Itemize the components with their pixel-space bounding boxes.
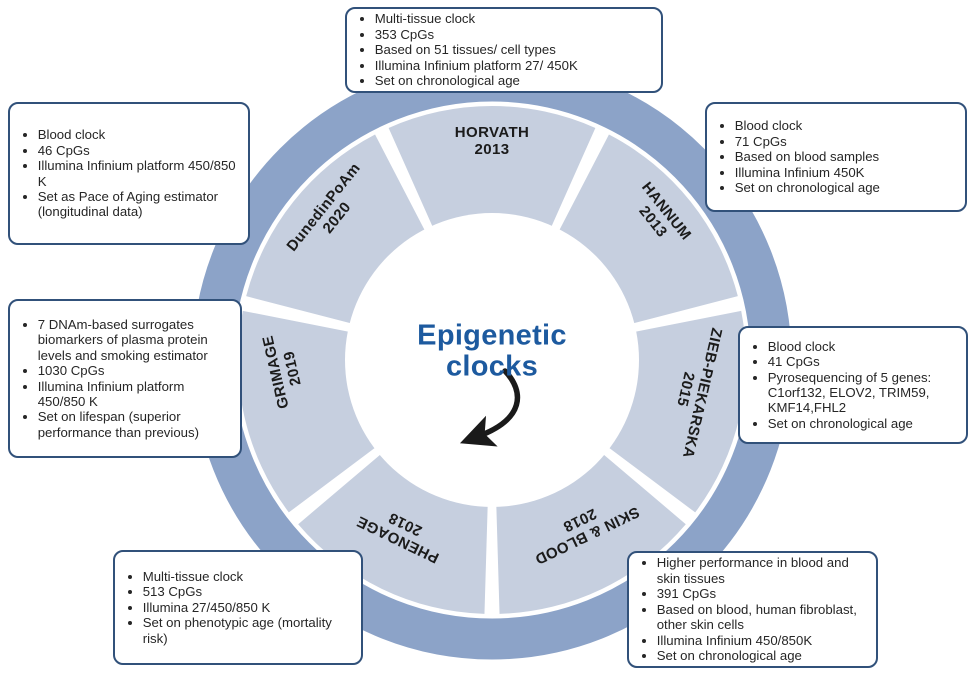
bullet-item: 1030 CpGs bbox=[38, 363, 232, 378]
bullet-item: 41 CpGs bbox=[768, 354, 958, 369]
bullet-item: Illumina Infinium 450/850K bbox=[657, 633, 868, 648]
bullet-item: Set on phenotypic age (mortality risk) bbox=[143, 615, 353, 646]
segment-label-horvath: HORVATH 2013 bbox=[454, 124, 530, 159]
bullet-item: Set as Pace of Aging estimator (longitud… bbox=[38, 189, 240, 220]
diagram-title: Epigenetic clocks bbox=[417, 319, 567, 384]
clock-hand-arrow-icon bbox=[459, 368, 521, 447]
bullet-item: 7 DNAm-based surrogates biomarkers of pl… bbox=[38, 317, 232, 363]
segment-horvath bbox=[388, 106, 596, 227]
segment-skin-blood bbox=[496, 454, 686, 614]
info-box-horvath-list: Multi-tissue clock353 CpGsBased on 51 ti… bbox=[347, 9, 586, 91]
bullet-item: 71 CpGs bbox=[735, 134, 880, 149]
bullet-item: Set on chronological age bbox=[735, 180, 880, 195]
diagram-title-line2: clocks bbox=[445, 351, 539, 383]
bullet-item: Set on lifespan (superior performance th… bbox=[38, 409, 232, 440]
bullet-item: Based on blood, human fibroblast, other … bbox=[657, 602, 868, 633]
info-box-grimage-list: 7 DNAm-based surrogates biomarkers of pl… bbox=[10, 311, 240, 447]
bullet-item: Set on chronological age bbox=[657, 648, 868, 663]
info-box-zieb-piekarska: Blood clock41 CpGsPyrosequencing of 5 ge… bbox=[738, 326, 968, 444]
segment-dunedinpoam bbox=[246, 134, 425, 324]
bullet-item: 46 CpGs bbox=[38, 143, 240, 158]
segments-ring bbox=[237, 106, 746, 614]
segment-year: 2013 bbox=[474, 141, 510, 158]
bullet-item: Multi-tissue clock bbox=[143, 569, 353, 584]
bullet-item: Illumina Infinium 450K bbox=[735, 165, 880, 180]
info-box-phenoage-list: Multi-tissue clock513 CpGsIllumina 27/45… bbox=[115, 563, 361, 652]
info-box-grimage: 7 DNAm-based surrogates biomarkers of pl… bbox=[8, 299, 242, 458]
bullet-item: Set on chronological age bbox=[768, 416, 958, 431]
segment-grimage bbox=[237, 310, 376, 513]
bullet-item: 391 CpGs bbox=[657, 586, 868, 601]
center-circle bbox=[345, 213, 639, 507]
segment-hannum bbox=[559, 134, 738, 324]
info-box-phenoage: Multi-tissue clock513 CpGsIllumina 27/45… bbox=[113, 550, 363, 665]
bullet-item: 513 CpGs bbox=[143, 584, 353, 599]
bullet-item: Illumina Infinium platform 450/850 K bbox=[38, 379, 232, 410]
bullet-item: Illumina Infinium platform 27/ 450K bbox=[375, 58, 578, 73]
info-box-skin-blood-list: Higher performance in blood and skin tis… bbox=[629, 553, 876, 666]
info-box-dunedinpoam-list: Blood clock46 CpGsIllumina Infinium plat… bbox=[10, 121, 248, 226]
bullet-item: Higher performance in blood and skin tis… bbox=[657, 555, 868, 586]
bullet-item: Illumina Infinium platform 450/850 K bbox=[38, 158, 240, 189]
bullet-item: Blood clock bbox=[735, 118, 880, 133]
bullet-item: Illumina 27/450/850 K bbox=[143, 600, 353, 615]
bullet-item: Blood clock bbox=[38, 127, 240, 142]
bullet-item: Based on blood samples bbox=[735, 149, 880, 164]
info-box-dunedinpoam: Blood clock46 CpGsIllumina Infinium plat… bbox=[8, 102, 250, 245]
bullet-item: 353 CpGs bbox=[375, 27, 578, 42]
info-box-zieb-piekarska-list: Blood clock41 CpGsPyrosequencing of 5 ge… bbox=[740, 333, 966, 438]
diagram-title-line1: Epigenetic bbox=[417, 319, 567, 352]
bullet-item: Pyrosequencing of 5 genes: C1orf132, ELO… bbox=[768, 370, 958, 416]
bullet-item: Multi-tissue clock bbox=[375, 11, 578, 26]
segment-phenoage bbox=[298, 454, 488, 614]
bullet-item: Set on chronological age bbox=[375, 73, 578, 88]
segment-zieb-piekarska bbox=[608, 310, 746, 513]
segment-name: HORVATH bbox=[454, 124, 530, 142]
info-box-horvath: Multi-tissue clock353 CpGsBased on 51 ti… bbox=[345, 7, 663, 93]
info-box-hannum-list: Blood clock71 CpGsBased on blood samples… bbox=[707, 112, 888, 201]
bullet-item: Blood clock bbox=[768, 339, 958, 354]
bullet-item: Based on 51 tissues/ cell types bbox=[375, 42, 578, 57]
info-box-hannum: Blood clock71 CpGsBased on blood samples… bbox=[705, 102, 967, 212]
info-box-skin-blood: Higher performance in blood and skin tis… bbox=[627, 551, 878, 668]
